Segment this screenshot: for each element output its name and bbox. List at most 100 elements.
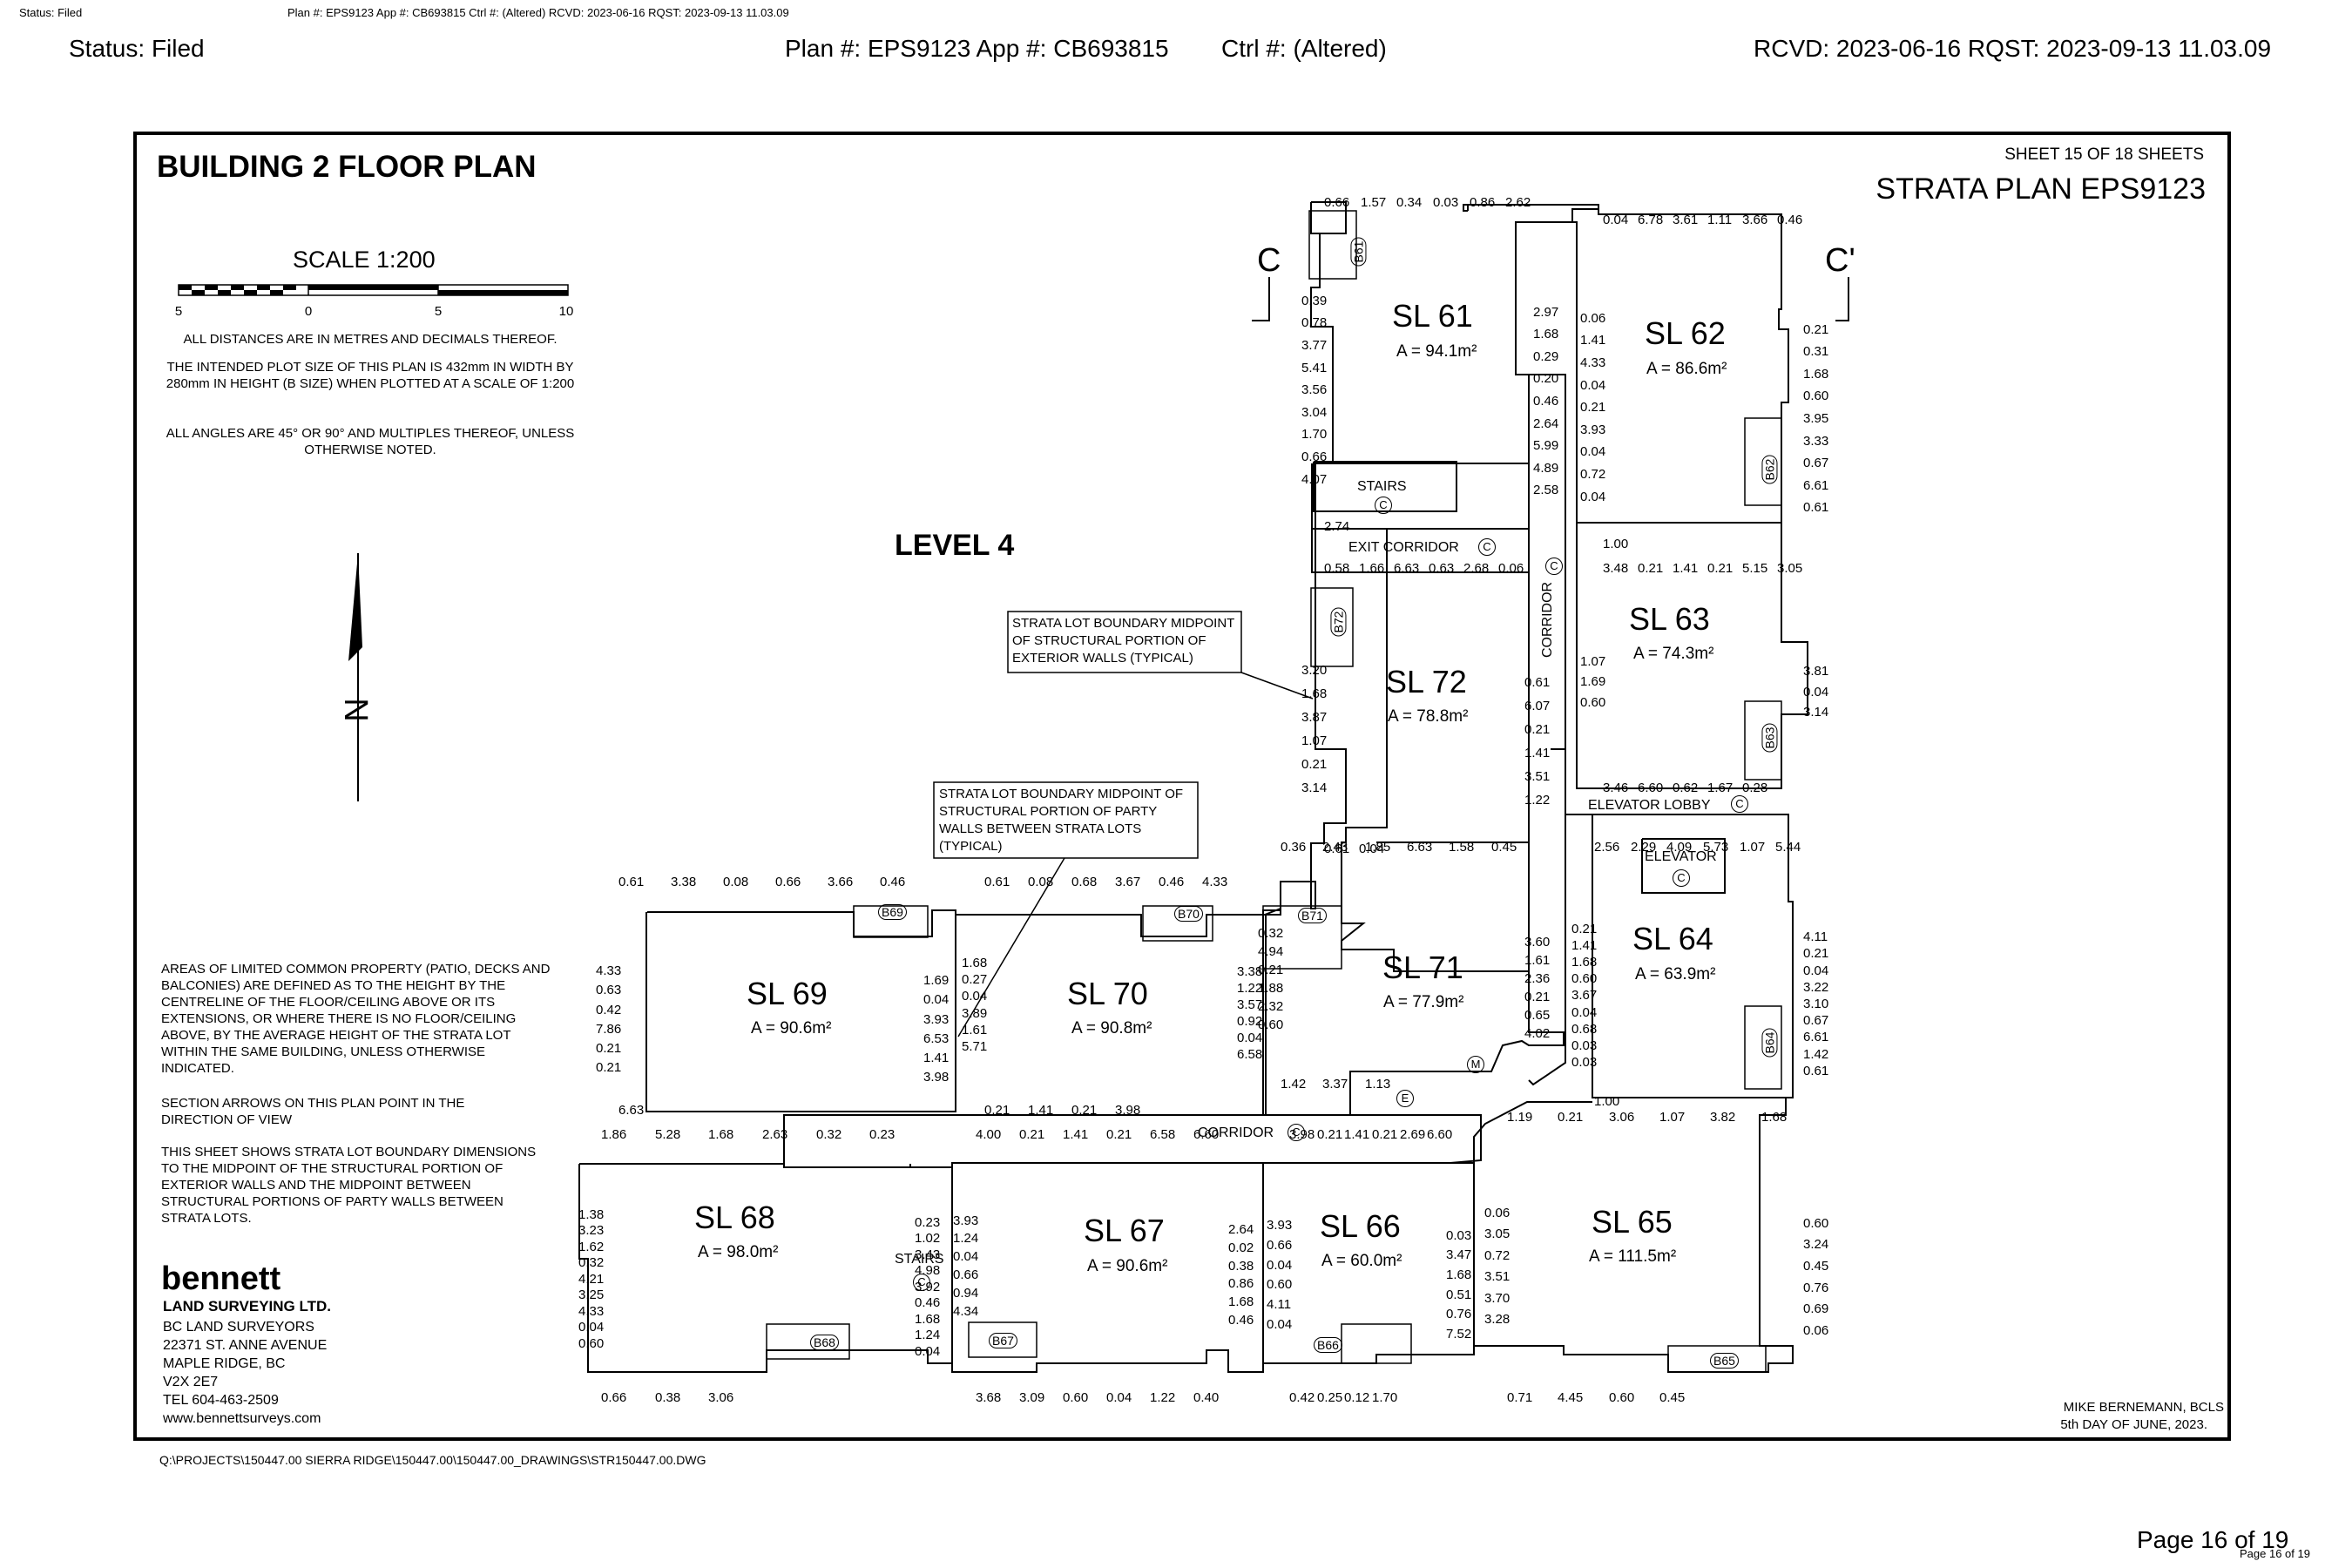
dimension-label: 0.38 <box>655 1390 681 1405</box>
dimension-label: 4.33 <box>1580 355 1606 370</box>
lot-label-sl70: SL 70 <box>1067 976 1148 1011</box>
dimension-label: 3.67 <box>1571 988 1598 1003</box>
lot-label-sl68: SL 68 <box>694 1200 775 1235</box>
dimension-label: 0.23 <box>915 1215 941 1230</box>
dimension-label: 0.46 <box>1159 875 1185 889</box>
dimension-label: 3.06 <box>708 1390 734 1405</box>
scale-tick-label: 0 <box>305 304 312 319</box>
dimension-label: 3.67 <box>1115 875 1141 889</box>
corridor-wall <box>1551 748 1788 815</box>
dimension-label: 3.60 <box>1524 935 1551 950</box>
lot-area-sl63: A = 74.3m² <box>1633 645 1714 663</box>
common-marker: C <box>1288 1124 1305 1141</box>
dimension-label: 3.92 <box>915 1280 941 1294</box>
dimension-label: 0.67 <box>1803 1013 1829 1028</box>
dimension-label: 3.93 <box>1267 1218 1293 1233</box>
lot-area-sl64: A = 63.9m² <box>1635 965 1716 983</box>
dimension-label: 0.21 <box>1638 561 1664 576</box>
dimension-label: 3.14 <box>1803 705 1829 720</box>
dimension-label: 1.41 <box>1344 1127 1370 1142</box>
lot-label-sl64: SL 64 <box>1632 921 1713 956</box>
dimension-label: 0.04 <box>1106 1390 1132 1405</box>
dimension-label: 0.66 <box>601 1390 627 1405</box>
dimension-label: 6.60 <box>1638 781 1664 795</box>
room-corridor-south: CORRIDOR <box>1198 1125 1274 1140</box>
stamp-ctrl: Ctrl #: (Altered) <box>1221 35 1387 62</box>
dimension-label: 0.61 <box>984 875 1010 889</box>
dimension-label: 0.76 <box>1803 1281 1829 1295</box>
sheet-title: BUILDING 2 FLOOR PLAN <box>157 150 537 184</box>
stairs-south <box>910 1166 953 1350</box>
dimension-label: 3.23 <box>578 1223 605 1238</box>
dimension-label: 0.21 <box>1558 1110 1584 1125</box>
dimension-label: 0.66 <box>1301 449 1328 464</box>
dimension-label: 3.89 <box>962 1006 988 1021</box>
callout-party-text: STRATA LOT BOUNDARY MIDPOINT OF STRUCTUR… <box>939 787 1184 854</box>
lot-area-sl71: A = 77.9m² <box>1383 993 1464 1011</box>
dimension-label: 0.61 <box>1324 841 1350 856</box>
dimension-label: 0.04 <box>962 989 988 1004</box>
dimension-label: 3.24 <box>1803 1237 1829 1252</box>
dimension-label: 4.02 <box>1524 1026 1551 1041</box>
b62-room <box>1744 417 1782 506</box>
dimension-label: 0.21 <box>1524 990 1551 1004</box>
dimension-label: 0.21 <box>1803 946 1829 961</box>
dimension-label: 3.82 <box>1710 1110 1736 1125</box>
dimension-label: 0.04 <box>923 992 950 1007</box>
dimension-label: 3.09 <box>1019 1390 1045 1405</box>
dimension-label: 2.43 <box>1322 840 1348 855</box>
dimension-label: 0.46 <box>1533 394 1559 409</box>
dimension-label: 2.58 <box>1533 483 1559 497</box>
dimension-label: 1.41 <box>1673 561 1699 576</box>
dimension-label: 2.29 <box>1631 840 1657 855</box>
angles-note: ALL ANGLES ARE 45° OR 90° AND MULTIPLES … <box>166 426 575 457</box>
dimension-label: 1.57 <box>1361 195 1387 210</box>
dimension-label: 5.41 <box>1301 361 1328 375</box>
dimension-label: 0.03 <box>1433 195 1459 210</box>
corridor-east <box>1528 374 1566 1086</box>
dimension-label: 3.66 <box>828 875 854 889</box>
dimension-label: 2.63 <box>762 1127 788 1142</box>
dimension-label: 0.51 <box>1446 1288 1472 1302</box>
dimension-label: 0.78 <box>1301 315 1328 330</box>
dimension-label: 0.21 <box>1707 561 1734 576</box>
electrical-marker: E <box>1396 1090 1414 1107</box>
dimension-label: 0.63 <box>1429 561 1455 576</box>
dimension-label: 0.21 <box>596 1041 622 1056</box>
dimension-label: 1.38 <box>578 1207 605 1222</box>
dimension-label: 0.60 <box>1609 1390 1635 1405</box>
dimension-label: 0.60 <box>1803 389 1829 403</box>
dimension-label: 0.06 <box>1803 1323 1829 1338</box>
lot-area-sl61: A = 94.1m² <box>1396 342 1477 361</box>
room-elevator-lobby: ELEVATOR LOBBY <box>1588 798 1711 813</box>
firm-line: BC LAND SURVEYORS <box>163 1320 314 1335</box>
dimension-label: 0.76 <box>1446 1307 1472 1321</box>
dimension-label: 4.94 <box>1258 944 1284 959</box>
dimension-label: 4.89 <box>1533 461 1559 476</box>
common-marker: C <box>1478 538 1496 556</box>
dimension-label: 0.06 <box>1498 561 1524 576</box>
dimension-label: 4.33 <box>578 1304 605 1319</box>
dimension-label: 0.94 <box>953 1286 979 1301</box>
dimension-label: 0.68 <box>1071 875 1098 889</box>
locker-b69: B69 <box>878 904 907 920</box>
dimension-label: 0.20 <box>1533 371 1559 386</box>
dimension-label: 0.08 <box>1028 875 1054 889</box>
dimension-label: 0.21 <box>984 1103 1010 1118</box>
dimension-label: 3.38 <box>671 875 697 889</box>
dimension-label: 0.60 <box>1267 1277 1293 1292</box>
page-number-small: Page 16 of 19 <box>2240 1547 2310 1560</box>
dimension-label: 1.68 <box>1301 686 1328 701</box>
dimension-label: 1.58 <box>1449 840 1475 855</box>
dimension-label: 4.11 <box>1803 929 1828 944</box>
dimension-label: 0.66 <box>953 1267 979 1282</box>
common-marker: C <box>1731 795 1748 813</box>
drawing-file-path: Q:\PROJECTS\150447.00 SIERRA RIDGE\15044… <box>159 1453 706 1467</box>
dimension-label: 0.60 <box>578 1336 605 1351</box>
dimension-label: 1.68 <box>962 956 988 970</box>
lot-area-sl69: A = 90.6m² <box>751 1019 832 1037</box>
dimension-label: 4.00 <box>976 1127 1002 1142</box>
dimension-label: 0.63 <box>596 983 622 997</box>
dimension-label: 0.21 <box>1106 1127 1132 1142</box>
dimension-label: 0.62 <box>1673 781 1699 795</box>
